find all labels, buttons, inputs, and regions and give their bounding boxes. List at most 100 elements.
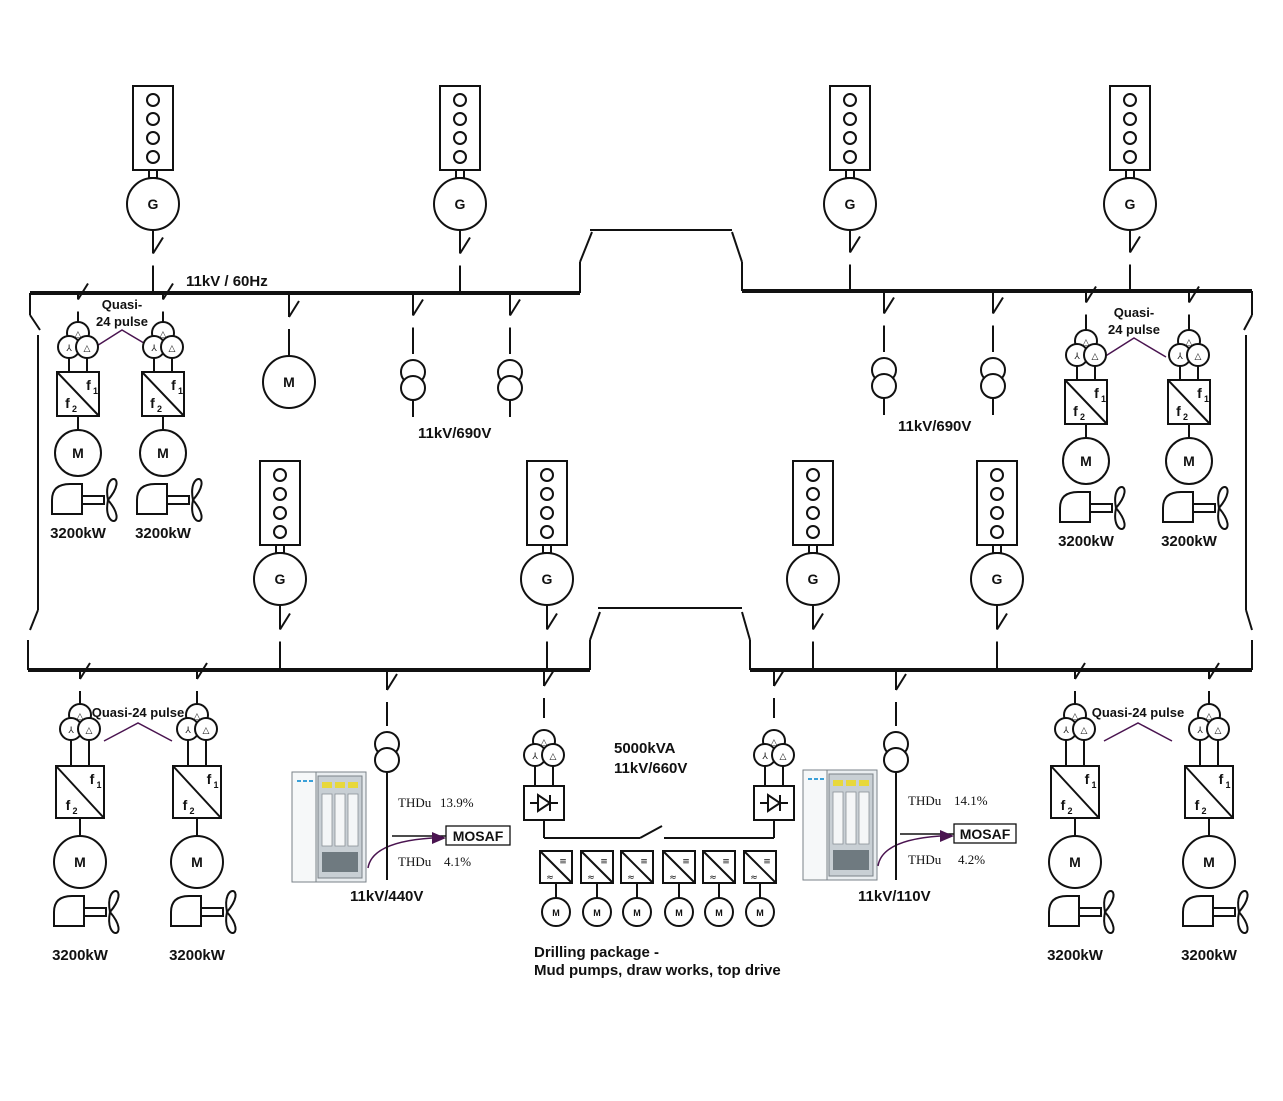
delta-glyph: △ <box>169 344 176 354</box>
thd-value-left-before: 13.9% <box>440 795 474 810</box>
engine-block <box>976 460 1018 546</box>
delta-glyph: △ <box>550 752 557 762</box>
inverter-diagonal <box>580 850 614 884</box>
quasi-bracket-bottom-left <box>103 722 173 742</box>
door-led <box>303 780 307 782</box>
converter-diagonal <box>55 765 105 819</box>
quasi-label-bottom-right: Quasi-24 pulse <box>1092 705 1184 720</box>
engine-cylinder <box>806 487 820 501</box>
mosaf-right: MOSAF <box>877 823 1017 867</box>
three-winding-transformer: △⅄△ <box>1054 703 1096 741</box>
drilling-drive-3: ≡≈M <box>620 850 654 927</box>
ac-glyph: ≈ <box>709 873 717 883</box>
dc-glyph: ≡ <box>763 857 771 867</box>
engine-cylinder <box>453 112 467 126</box>
thruster-rating: 3200kW <box>1161 533 1218 550</box>
delta-glyph: △ <box>84 344 91 354</box>
thruster-breaker-blade <box>162 282 174 301</box>
drilling-breaker-blade <box>543 669 555 687</box>
three-winding-transformer: △⅄△ <box>142 321 184 359</box>
f1-subscript: 1 <box>96 780 101 790</box>
ac-glyph: ≈ <box>750 873 758 883</box>
f2-symbol: f <box>1073 403 1078 419</box>
fuse-indicator <box>335 782 345 788</box>
door-led <box>814 778 818 780</box>
top-bus-label: 11kV / 60Hz <box>186 273 268 290</box>
left-side-link <box>27 293 41 670</box>
f1-symbol: f <box>207 771 212 787</box>
engine-cylinder <box>146 93 160 107</box>
hv-motor-circle <box>262 355 316 409</box>
propeller-shaft <box>81 495 105 505</box>
generator-breaker-blade <box>812 612 824 631</box>
quasi-label-top-right-1: Quasi- <box>1114 305 1154 320</box>
propeller-blades <box>225 890 237 934</box>
drilling-motor <box>745 897 775 927</box>
f2-subscript: 2 <box>1183 412 1188 422</box>
motor-circle <box>1182 835 1236 889</box>
generator-set-3: G <box>823 85 877 291</box>
generator-symbol: G <box>1125 196 1136 212</box>
thruster-rating: 3200kW <box>1181 947 1238 964</box>
propeller-shaft <box>1192 503 1216 513</box>
three-winding-transformer: △⅄△ <box>753 729 795 767</box>
engine-cylinder <box>990 487 1004 501</box>
xfmr-breaker-blade <box>509 298 521 317</box>
engine-cylinder <box>453 131 467 145</box>
ac-glyph: ≈ <box>546 873 554 883</box>
engine-cylinder <box>990 506 1004 520</box>
distribution-transformer-5 <box>374 670 400 880</box>
diode-symbol <box>537 793 552 813</box>
propeller-shaft <box>83 907 107 917</box>
engine-cylinder <box>990 525 1004 539</box>
propeller-pod <box>1048 895 1080 927</box>
generator-symbol: G <box>845 196 856 212</box>
propeller-pod <box>1059 491 1091 523</box>
thruster-rating: 3200kW <box>135 525 192 542</box>
inverter-diagonal <box>620 850 654 884</box>
xfmr-breaker-blade <box>883 296 895 315</box>
motor-symbol: M <box>1069 854 1081 870</box>
fuse-indicator <box>833 780 843 786</box>
f2-symbol: f <box>65 395 70 411</box>
dc-glyph: ≡ <box>559 857 567 867</box>
f2-symbol: f <box>183 797 188 813</box>
motor-symbol: M <box>1203 854 1215 870</box>
f1-subscript: 1 <box>178 386 183 396</box>
fuse-indicator <box>348 782 358 788</box>
delta-glyph: △ <box>1206 712 1213 722</box>
coupling-shaft <box>992 544 1002 554</box>
generator-set-6: G <box>520 460 574 670</box>
propeller-pod <box>53 895 85 927</box>
wye-glyph: ⅄ <box>1176 352 1183 362</box>
dc-glyph: ≡ <box>722 857 730 867</box>
thruster-breaker-blade <box>1208 662 1220 680</box>
delta-glyph: △ <box>1092 352 1099 362</box>
door-led <box>820 778 824 780</box>
wye-glyph: ⅄ <box>184 726 191 736</box>
motor-symbol: M <box>191 854 203 870</box>
switchgear-cabinet-1 <box>291 771 367 883</box>
coupling-shaft <box>455 169 465 179</box>
engine-cylinder <box>273 506 287 520</box>
thruster-rating: 3200kW <box>52 947 109 964</box>
drilling-motor-symbol: M <box>756 908 764 918</box>
thruster-breaker-blade <box>77 282 89 301</box>
delta-glyph: △ <box>1072 712 1079 722</box>
converter-diagonal <box>1167 379 1211 425</box>
propeller-pod <box>1162 491 1194 523</box>
wye-glyph: ⅄ <box>531 752 538 762</box>
motor-symbol: M <box>72 445 84 461</box>
f1-symbol: f <box>86 377 91 393</box>
generator-breaker-blade <box>849 235 861 254</box>
thruster-rating: 3200kW <box>1047 947 1104 964</box>
f2-subscript: 2 <box>189 806 194 816</box>
motor-symbol: M <box>1080 453 1092 469</box>
delta-glyph: △ <box>541 738 548 748</box>
f2-subscript: 2 <box>1067 806 1072 816</box>
drilling-motor <box>541 897 571 927</box>
